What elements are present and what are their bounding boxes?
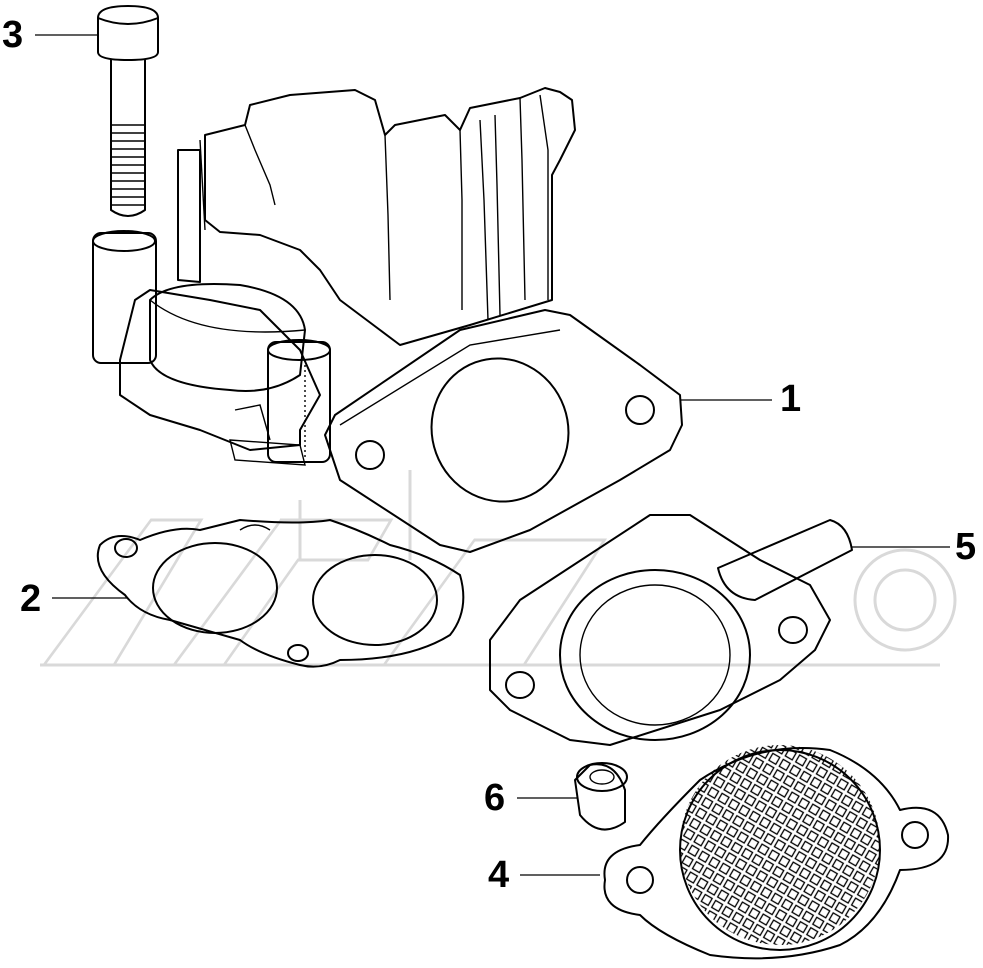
callout-3: 3 [2, 14, 24, 56]
callout-5: 5 [955, 526, 977, 568]
leader-lines [35, 34, 950, 876]
part-6-bush [574, 762, 628, 831]
callout-6: 6 [484, 777, 506, 819]
callout-2: 2 [20, 578, 42, 620]
part-2-gasket [96, 519, 465, 668]
part-5-intake-spacer [489, 514, 853, 746]
part-4-filter-gasket [603, 745, 950, 960]
callout-4: 4 [488, 854, 510, 896]
part-1-carburetor-body [92, 87, 683, 553]
part-3-screw [97, 5, 159, 217]
callout-1: 1 [780, 378, 802, 420]
